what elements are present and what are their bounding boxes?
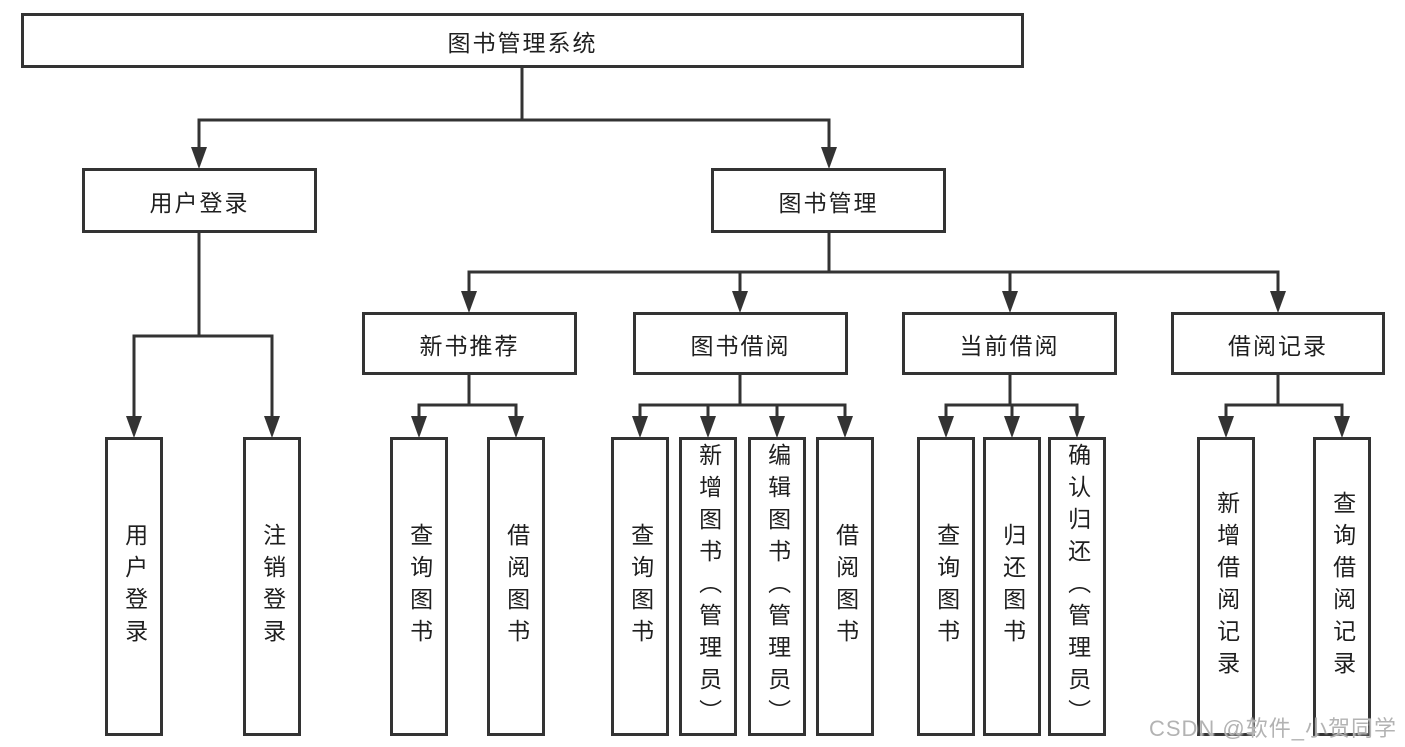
node-label: 用户登录 [121,522,148,651]
node-library-system: 图书管理系统 [21,13,1024,68]
leaf-query-borrow-record: 查询借阅记录 [1313,437,1371,736]
node-label: 当前借阅 [959,332,1060,359]
node-label: 注销登录 [259,522,286,651]
node-label: 新增借阅记录 [1213,490,1240,683]
node-book-borrow: 图书借阅 [633,312,848,375]
leaf-add-book-admin: 新增图书（管理员） [679,437,737,736]
node-label: 图书管理 [778,189,879,216]
node-label: 借阅图书 [832,522,859,651]
node-label: 查询借阅记录 [1329,490,1356,683]
node-label: 确认归还（管理员） [1064,442,1091,731]
node-book-management: 图书管理 [711,168,946,233]
leaf-borrow-books: 借阅图书 [816,437,874,736]
leaf-edit-book-admin: 编辑图书（管理员） [748,437,806,736]
node-label: 查询图书 [933,522,960,651]
node-label: 查询图书 [627,522,654,651]
leaf-query-books-borrow: 查询图书 [611,437,669,736]
node-label: 图书管理系统 [447,29,598,56]
leaf-logout: 注销登录 [243,437,301,736]
leaf-user-login: 用户登录 [105,437,163,736]
node-label: 新增图书（管理员） [695,442,722,731]
node-label: 编辑图书（管理员） [764,442,791,731]
node-label: 新书推荐 [419,332,520,359]
leaf-confirm-return-admin: 确认归还（管理员） [1048,437,1106,736]
leaf-query-books-recommend: 查询图书 [390,437,448,736]
node-label: 查询图书 [406,522,433,651]
leaf-return-book: 归还图书 [983,437,1041,736]
node-label: 用户登录 [149,189,250,216]
leaf-add-borrow-record: 新增借阅记录 [1197,437,1255,736]
leaf-borrow-books-recommend: 借阅图书 [487,437,545,736]
leaf-query-books-current: 查询图书 [917,437,975,736]
node-label: 借阅图书 [503,522,530,651]
node-borrow-records: 借阅记录 [1171,312,1385,375]
node-label: 归还图书 [999,522,1026,651]
node-user-login: 用户登录 [82,168,317,233]
node-label: 图书借阅 [690,332,791,359]
node-current-borrow: 当前借阅 [902,312,1117,375]
node-label: 借阅记录 [1228,332,1328,359]
node-new-book-recommend: 新书推荐 [362,312,577,375]
